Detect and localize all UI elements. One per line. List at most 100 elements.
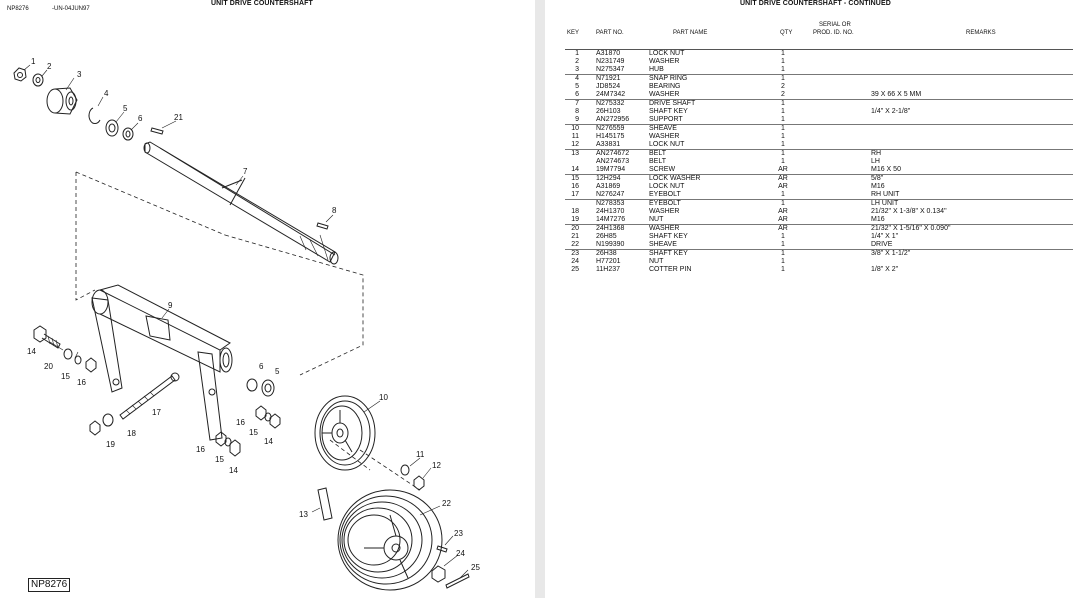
row-part-no: AN274673 [596,158,630,165]
part-support-9 [91,284,233,441]
page-gutter [535,0,545,598]
callout-label: 16 [196,445,205,454]
row-remarks: 21/32" X 1-5/16" X 0.090" [871,225,951,232]
row-part-name: NUT [649,258,664,265]
row-key: 20 [571,225,579,232]
row-part-no: A33831 [596,141,621,148]
assembly-dashed-lines [75,171,421,491]
callout-label: 15 [249,428,258,437]
row-part-name: LOCK NUT [649,141,685,148]
part-bearing-5 [105,119,119,137]
row-key: 4 [575,75,579,82]
row-qty: 1 [781,125,785,132]
row-qty: 2 [781,91,785,98]
row-key: 23 [571,250,579,257]
row-key: 24 [571,258,579,265]
row-part-name: BEARING [649,83,681,90]
part-washer-18 [102,413,114,427]
callout-label: 18 [127,429,136,438]
callout-label: 20 [44,362,53,371]
row-key: 16 [571,183,579,190]
table-row: 24 H77201 NUT 1 [565,258,1073,266]
row-remarks: DRIVE [871,241,893,248]
row-qty: AR [778,225,788,232]
row-key: 17 [571,191,579,198]
row-part-name: SHAFT KEY [649,250,688,257]
row-key: 10 [571,125,579,132]
row-qty: 1 [781,58,785,65]
row-qty: AR [778,216,788,223]
part-cotter-pin-25 [445,573,470,589]
row-key: 18 [571,208,579,215]
part-snap-ring-4 [88,107,101,124]
callout-label: 2 [47,62,52,71]
part-nut-16b [255,405,267,421]
row-part-no: H77201 [596,258,621,265]
row-remarks: RH [871,150,882,157]
part-nut-16c [215,431,227,447]
row-qty: 1 [781,241,785,248]
row-qty: 1 [781,258,785,265]
row-remarks: 21/32" X 1-3/8" X 0.134" [871,208,947,215]
row-part-no: N275347 [596,66,625,73]
row-part-name: WASHER [649,133,680,140]
row-qty: AR [778,175,788,182]
header-serial-line1: SERIAL OR [819,22,851,28]
part-hub-3 [46,87,78,115]
row-part-no: 26H85 [596,233,617,240]
part-eyebolt-17 [119,372,180,420]
row-remarks: LH [871,158,880,165]
row-part-name: DRIVE SHAFT [649,100,696,107]
row-qty: AR [778,183,788,190]
callout-label: 25 [471,563,480,572]
row-part-no: 24M7342 [596,91,626,98]
row-qty: 1 [781,266,785,273]
row-part-name: WASHER [649,208,680,215]
part-washer-6 [122,127,134,141]
row-part-no: 26H103 [596,108,621,115]
callout-label: 11 [416,450,425,459]
row-part-no: A31870 [596,50,621,57]
callout-label: 17 [152,408,161,417]
row-remarks: M16 [871,183,885,190]
row-qty: 1 [781,141,785,148]
row-qty: 1 [781,108,785,115]
row-key: 3 [575,66,579,73]
row-key: 14 [571,166,579,173]
part-washer-6b [246,378,258,392]
row-qty: 1 [781,200,785,207]
row-qty: 1 [781,250,785,257]
row-part-no: 26H38 [596,250,617,257]
row-key: 13 [571,150,579,157]
part-shaft-key-21 [150,127,164,135]
callout-label: 5 [275,367,280,376]
callout-label: 6 [259,362,264,371]
row-qty: 1 [781,66,785,73]
row-remarks: 1/8" X 2" [871,266,899,273]
part-lock-nut-1 [13,67,27,82]
callout-label: 24 [456,549,465,558]
page-title-continued: UNIT DRIVE COUNTERSHAFT - CONTINUED [740,0,891,7]
row-key: 15 [571,175,579,182]
part-belt-13 [317,487,333,521]
part-lock-nut-16 [85,357,97,373]
callout-label: 15 [61,372,70,381]
row-part-name: WASHER [649,91,680,98]
callout-label: 14 [27,347,36,356]
part-lock-washer-15 [74,355,82,365]
